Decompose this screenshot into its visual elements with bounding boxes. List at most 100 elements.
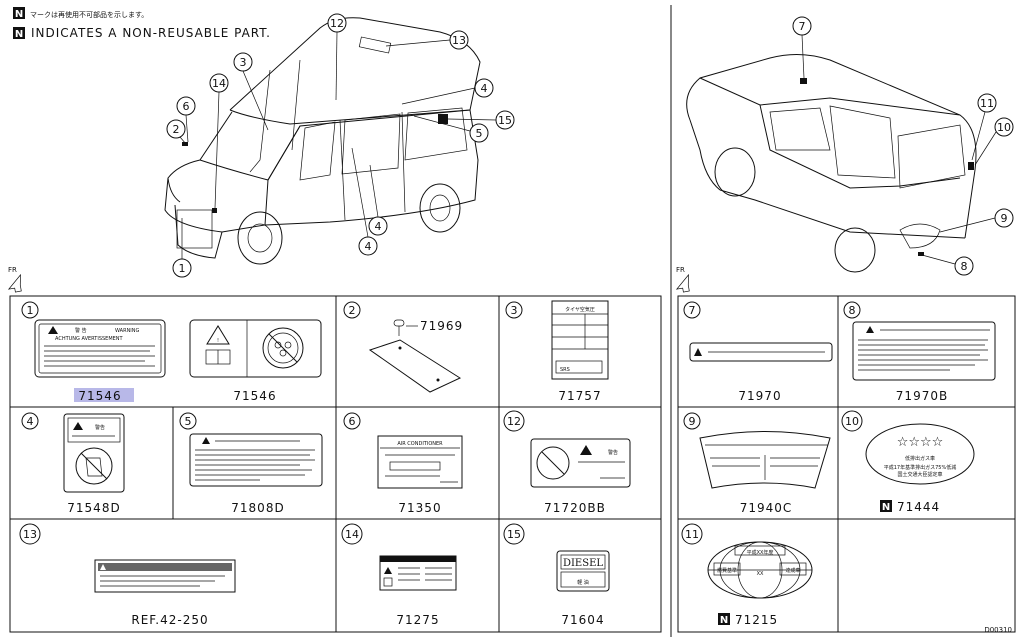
svg-text:FR: FR [676,266,685,274]
svg-text:15: 15 [498,114,512,127]
svg-text:燃費基準: 燃費基準 [717,567,737,574]
cell-4: 4 警告 71548D [21,412,125,515]
part-number-71275[interactable]: 71275 [396,613,439,627]
svg-text:3: 3 [240,56,247,69]
svg-text:7: 7 [799,20,806,33]
svg-text:軽 油: 軽 油 [577,579,589,586]
right-parts-grid [677,295,1016,633]
cell-6: 6 AIR CONDITIONER 71350 [343,412,463,515]
svg-text:低排出ガス車: 低排出ガス車 [905,455,935,462]
right-callouts: 7 8 9 10 11 [792,16,1014,276]
highlight-selected-part [74,388,134,402]
left-callouts: 1 2 3 4 4 4 5 6 12 13 [166,13,515,278]
svg-text:14: 14 [212,77,226,90]
svg-text:AIR CONDITIONER: AIR CONDITIONER [397,441,443,447]
cell-7: 7 71970 [683,301,833,403]
svg-text:12: 12 [507,415,521,428]
svg-text:11: 11 [685,528,699,541]
cell-2: 2 71969 [343,301,463,393]
svg-text:警 告: 警 告 [75,327,87,334]
svg-text:12: 12 [330,17,344,30]
part-number-71969[interactable]: 71969 [420,319,463,333]
vehicle-front-view [164,17,481,265]
svg-text:SRS: SRS [560,367,570,373]
cell-15: 15 DIESEL 軽 油 71604 [503,523,610,627]
cell-10: 10 ☆☆☆☆ 低排出ガス車 平成17年基準排出ガス75%低減 国土交通大臣認定… [841,410,975,514]
fr-arrow-icon: FR [7,266,22,293]
part-number-71546-a[interactable]: 71546 [78,389,121,403]
part-number-71808d[interactable]: 71808D [231,501,284,515]
header-jp-text: マークは再使用不可部品を示します。 [30,10,148,19]
svg-text:10: 10 [997,121,1011,134]
cell-3: 3 タイヤ空気圧 SRS 71757 [505,300,609,403]
svg-text:13: 13 [452,34,466,47]
svg-text:FR: FR [8,266,17,274]
svg-text:13: 13 [23,528,37,541]
svg-text:7: 7 [689,304,696,317]
cell-1: 1 警 告 WARNING ACHTUNG AVERTISSEMENT 7154… [21,301,322,403]
header-legend: N マークは再使用不可部品を示します。 N INDICATES A NON-RE… [13,7,271,40]
left-parts-grid [9,295,662,633]
header-en-text: INDICATES A NON-REUSABLE PART. [31,26,271,40]
svg-text:5: 5 [476,127,483,140]
svg-text:4: 4 [375,220,382,233]
part-number-71546-b[interactable]: 71546 [233,389,276,403]
svg-text:1: 1 [27,304,34,317]
svg-text:6: 6 [349,415,356,428]
part-number-71548d[interactable]: 71548D [67,501,120,515]
svg-text:XX: XX [757,571,764,577]
svg-text:2: 2 [349,304,356,317]
cell-11: 11 平成XX年度 燃費基準 XX 達成車 N 71215 [681,523,813,627]
cell-8: 8 71970B [843,301,996,403]
cell-12: 12 警告 71720BB [503,410,631,515]
svg-text:N: N [882,502,890,513]
svg-text:11: 11 [980,97,994,110]
vehicle-rear-view [686,54,977,273]
svg-text:タイヤ空気圧: タイヤ空気圧 [565,306,595,313]
fr-arrow-icon: FR [675,266,690,293]
n-mark-letter: N [15,29,23,40]
part-number-71970[interactable]: 71970 [738,389,781,403]
part-number-71970b[interactable]: 71970B [896,389,948,403]
part-number-71757[interactable]: 71757 [558,389,601,403]
svg-text:ACHTUNG AVERTISSEMENT: ACHTUNG AVERTISSEMENT [55,336,124,342]
svg-text:警告: 警告 [95,424,105,431]
svg-text:平成XX年度: 平成XX年度 [747,549,774,556]
svg-text:!: ! [217,338,219,344]
part-number-71444[interactable]: 71444 [897,500,940,514]
svg-text:2: 2 [173,123,180,136]
svg-text:1: 1 [179,262,186,275]
svg-text:5: 5 [185,415,192,428]
cell-13: 13 REF.42-250 [19,523,236,627]
part-number-71350[interactable]: 71350 [398,501,441,515]
svg-text:14: 14 [345,528,359,541]
svg-text:15: 15 [507,528,521,541]
n-mark-icon [880,500,892,512]
cell-14: 14 71275 [341,523,457,627]
n-mark-icon [718,613,730,625]
diagram-code: D00310 [984,626,1012,634]
svg-text:9: 9 [1001,212,1008,225]
svg-text:N: N [720,615,728,626]
svg-text:8: 8 [849,304,856,317]
svg-text:平成17年基準排出ガス75%低減: 平成17年基準排出ガス75%低減 [884,464,956,471]
cell-9: 9 71940C [683,412,831,515]
svg-text:8: 8 [961,260,968,273]
part-number-ref-42-250[interactable]: REF.42-250 [131,613,208,627]
svg-text:4: 4 [481,82,488,95]
n-mark-icon [13,7,25,19]
part-number-71215[interactable]: 71215 [735,613,778,627]
svg-text:3: 3 [511,304,518,317]
n-mark-icon [13,27,25,39]
svg-text:国土交通大臣認定車: 国土交通大臣認定車 [897,471,942,478]
svg-text:4: 4 [365,240,372,253]
svg-text:WARNING: WARNING [115,328,140,334]
svg-text:9: 9 [689,415,696,428]
part-number-71604[interactable]: 71604 [561,613,604,627]
cell-5: 5 71808D [179,412,323,515]
part-number-71940c[interactable]: 71940C [740,501,793,515]
part-number-71720bb[interactable]: 71720BB [544,501,606,515]
svg-text:10: 10 [845,415,859,428]
n-mark-letter: N [15,9,23,20]
